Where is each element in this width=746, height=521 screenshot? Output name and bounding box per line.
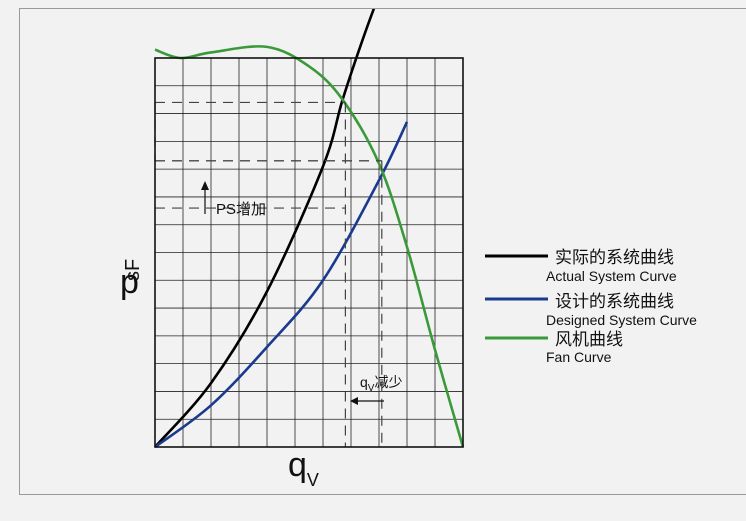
qv-arrow-head bbox=[350, 397, 358, 405]
y-axis-label-main: p bbox=[120, 263, 139, 301]
ps-increase-label: PS增加 bbox=[216, 201, 266, 218]
ps-arrow-head bbox=[201, 181, 209, 190]
qv-decrease-annotation: qV减少 bbox=[350, 374, 402, 405]
fan-system-chart: p sF qV PS增加 qV减少 实际的系统曲线 Actual System … bbox=[120, 9, 697, 490]
actual-system-curve bbox=[154, 9, 376, 448]
y-axis-label: p bbox=[120, 263, 139, 301]
x-axis-label-main: q bbox=[288, 446, 307, 484]
curves-layer bbox=[154, 9, 465, 449]
qv-decrease-label: qV减少 bbox=[360, 374, 402, 394]
legend: 实际的系统曲线 Actual System Curve 设计的系统曲线 Desi… bbox=[485, 248, 697, 365]
grid-lines bbox=[155, 58, 463, 447]
legend-fan-en: Fan Curve bbox=[546, 349, 612, 365]
x-axis-label-sub: V bbox=[307, 470, 319, 490]
legend-actual-cn: 实际的系统曲线 bbox=[555, 248, 674, 267]
fan-curve bbox=[154, 45, 465, 448]
legend-designed-cn: 设计的系统曲线 bbox=[555, 292, 674, 311]
legend-designed-en: Designed System Curve bbox=[546, 312, 697, 328]
ps-increase-annotation: PS增加 bbox=[201, 181, 266, 218]
y-axis-label-sub: sF bbox=[122, 259, 144, 281]
x-axis-label: qV bbox=[288, 446, 319, 490]
legend-actual-en: Actual System Curve bbox=[546, 268, 677, 284]
reference-lines bbox=[154, 101, 383, 447]
figure-frame: p sF qV PS增加 qV减少 实际的系统曲线 Actual System … bbox=[19, 8, 746, 495]
designed-system-curve bbox=[154, 121, 409, 449]
plot-border bbox=[154, 57, 464, 448]
legend-fan-cn: 风机曲线 bbox=[555, 330, 623, 349]
